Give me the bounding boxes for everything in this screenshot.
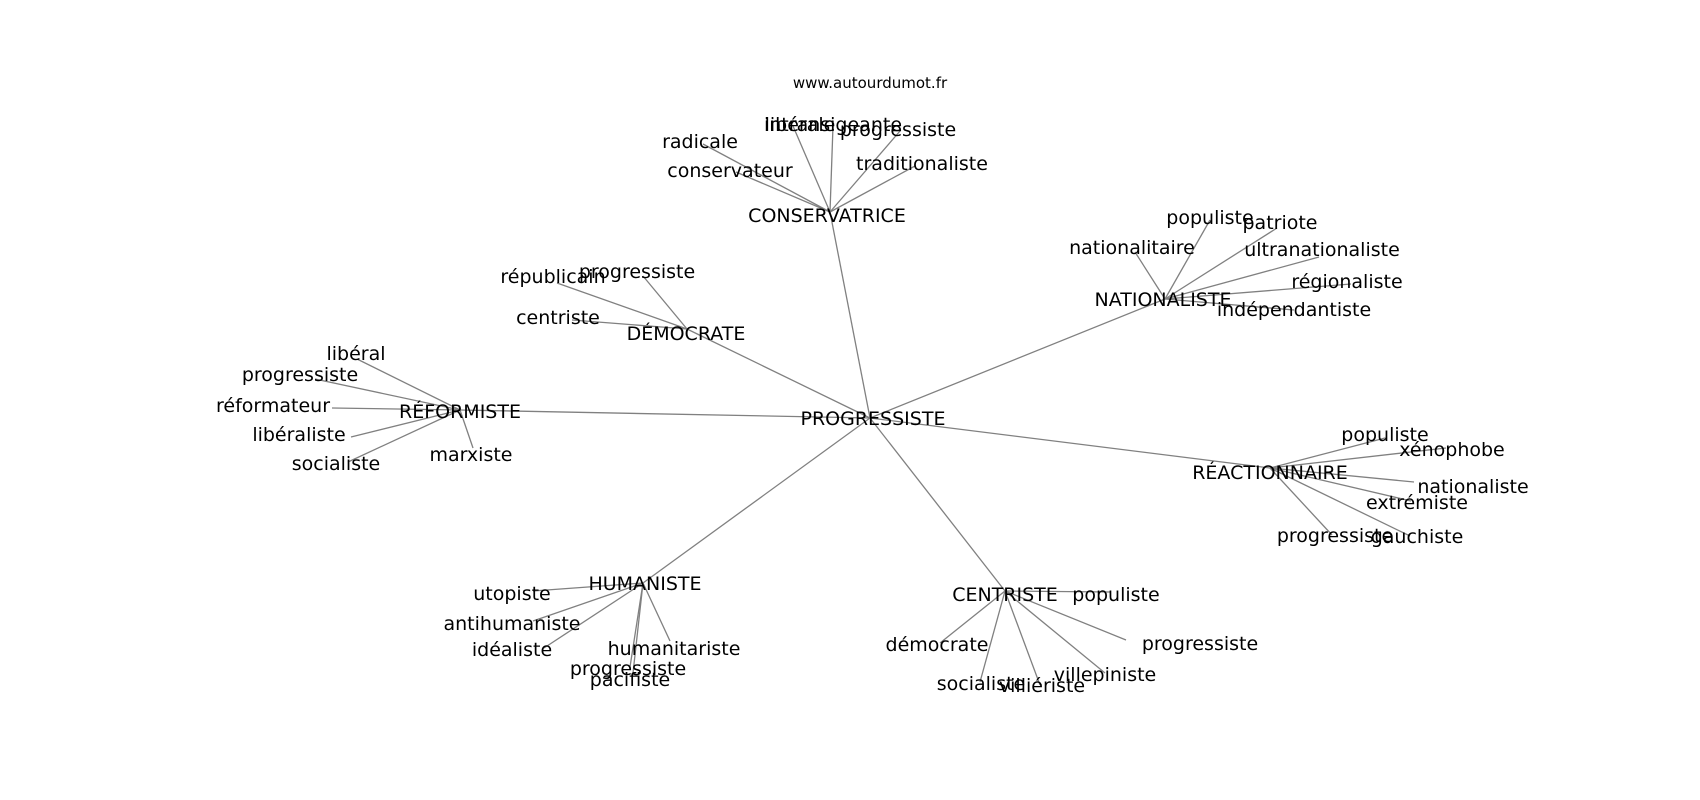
edge-nationaliste-leaf-5	[1164, 298, 1295, 311]
edge-nationaliste-leaf-3	[1164, 256, 1320, 300]
edge-centriste-leaf-3	[1004, 590, 1106, 674]
hub-node-label-centriste: CENTRISTE	[952, 584, 1058, 606]
edge-conservatrice-leaf-3	[702, 143, 831, 213]
source-label: www.autourdumot.fr	[793, 74, 948, 92]
leaf-node-label: villiériste	[999, 675, 1085, 697]
hub-node-label-democrate: DÉMOCRATE	[627, 322, 746, 345]
leaf-node-label: progressiste	[1277, 525, 1393, 547]
edge-humaniste-leaf-0	[532, 582, 644, 592]
edge-center-humaniste	[642, 417, 871, 584]
leaf-node-label: pacifiste	[590, 669, 670, 691]
edge-conservatrice-leaf-4	[829, 165, 916, 213]
edge-reactionnaire-leaf-3	[1269, 467, 1412, 502]
leaf-node-label: progressiste	[840, 119, 956, 141]
leaf-node-label: centriste	[516, 307, 600, 329]
leaf-node-label: libérale	[765, 114, 836, 136]
leaf-node-label: libéraliste	[252, 424, 345, 446]
edge-reformiste-leaf-4	[347, 409, 461, 463]
edge-humaniste-leaf-1	[532, 582, 644, 622]
leaf-node-label: patriote	[1242, 212, 1317, 234]
hub-node-label-conservatrice: CONSERVATRICE	[748, 205, 906, 227]
leaf-node-label: progressiste	[570, 658, 686, 680]
leaf-node-label: radicale	[662, 131, 738, 153]
leaf-node-label: régionaliste	[1291, 271, 1402, 293]
edge-democrate-leaf-2	[571, 319, 688, 330]
leaf-node-label: ultranationaliste	[1244, 239, 1400, 261]
edge-nationaliste-leaf-2	[1134, 251, 1166, 300]
leaf-node-label: idéaliste	[472, 639, 552, 661]
edge-nationaliste-leaf-4	[1164, 283, 1352, 300]
edge-conservatrice-leaf-1	[829, 125, 834, 213]
leaf-node-label: intransigeante	[764, 114, 902, 136]
edge-reactionnaire-leaf-1	[1269, 447, 1447, 469]
edge-centriste-leaf-2	[1004, 590, 1127, 641]
leaf-node-label: nationaliste	[1417, 476, 1528, 498]
edge-centriste-leaf-4	[979, 590, 1006, 683]
edge-center-reactionnaire	[869, 417, 1271, 469]
edges-layer	[314, 125, 1447, 686]
edge-reactionnaire-leaf-2	[1269, 467, 1415, 483]
leaf-node-label: nationalitaire	[1069, 237, 1195, 259]
leaf-node-label: extrémiste	[1366, 492, 1468, 514]
leaf-node-label: libéral	[326, 343, 385, 365]
leaf-node-label: démocrate	[886, 634, 989, 656]
edge-center-democrate	[686, 328, 871, 419]
edge-nationaliste-leaf-0	[1164, 219, 1211, 300]
leaf-node-label: humanitariste	[608, 638, 741, 660]
leaf-node-label: républicain	[500, 266, 605, 288]
leaf-node-label: gauchiste	[1371, 526, 1464, 548]
edge-centriste-leaf-5	[1004, 590, 1041, 686]
leaf-node-label: socialiste	[292, 453, 381, 475]
leaf-node-label: populiste	[1072, 584, 1159, 606]
edge-humaniste-leaf-3	[642, 582, 671, 642]
leaf-node-label: xénophobe	[1399, 439, 1505, 461]
leaf-node-label: utopiste	[473, 583, 551, 605]
leaf-node-label: progressiste	[1142, 633, 1258, 655]
leaf-node-label: populiste	[1341, 424, 1428, 446]
center-node-label: PROGRESSISTE	[801, 408, 946, 430]
edge-conservatrice-leaf-2	[829, 130, 901, 213]
leaf-node-label: marxiste	[429, 444, 512, 466]
edge-conservatrice-leaf-0	[792, 125, 831, 213]
hub-node-label-nationaliste: NATIONALISTE	[1095, 289, 1232, 311]
edge-humaniste-leaf-5	[632, 582, 644, 674]
leaf-node-label: populiste	[1166, 207, 1253, 229]
edge-reformiste-leaf-5	[459, 409, 474, 449]
edge-center-reformiste	[459, 409, 871, 419]
edge-reactionnaire-leaf-5	[1269, 467, 1411, 537]
edge-nationaliste-leaf-1	[1164, 227, 1278, 300]
edge-democrate-leaf-1	[556, 282, 688, 330]
edge-reactionnaire-leaf-4	[1269, 467, 1333, 536]
edge-reformiste-leaf-0	[356, 358, 461, 411]
leaf-node-label: conservateur	[667, 160, 793, 182]
labels-layer: PROGRESSISTElibéraleintransigeanteprogre…	[216, 114, 1529, 697]
hub-node-label-humaniste: HUMANISTE	[588, 573, 701, 595]
edge-humaniste-leaf-2	[543, 582, 644, 649]
leaf-node-label: socialiste	[937, 673, 1026, 695]
leaf-node-label: indépendantiste	[1217, 299, 1371, 321]
hub-node-label-reformiste: RÉFORMISTE	[399, 400, 521, 423]
edge-democrate-leaf-0	[642, 275, 688, 330]
edge-reformiste-leaf-2	[331, 407, 461, 411]
hub-node-label-reactionnaire: RÉACTIONNAIRE	[1192, 461, 1348, 484]
edge-centriste-leaf-1	[939, 590, 1006, 644]
leaf-node-label: progressiste	[242, 364, 358, 386]
leaf-node-label: antihumaniste	[443, 613, 580, 635]
edge-reactionnaire-leaf-0	[1269, 437, 1386, 469]
edge-conservatrice-leaf-5	[735, 171, 831, 213]
edge-center-conservatrice	[829, 211, 871, 419]
edge-center-nationaliste	[869, 298, 1166, 419]
edge-center-centriste	[869, 417, 1006, 592]
edge-centriste-leaf-0	[1004, 590, 1112, 593]
edge-reformiste-leaf-1	[314, 378, 461, 411]
edge-reformiste-leaf-3	[350, 409, 461, 438]
leaf-node-label: traditionaliste	[856, 153, 988, 175]
leaf-node-label: villepiniste	[1054, 664, 1156, 686]
leaf-node-label: réformateur	[216, 395, 330, 417]
leaf-node-label: progressiste	[579, 261, 695, 283]
